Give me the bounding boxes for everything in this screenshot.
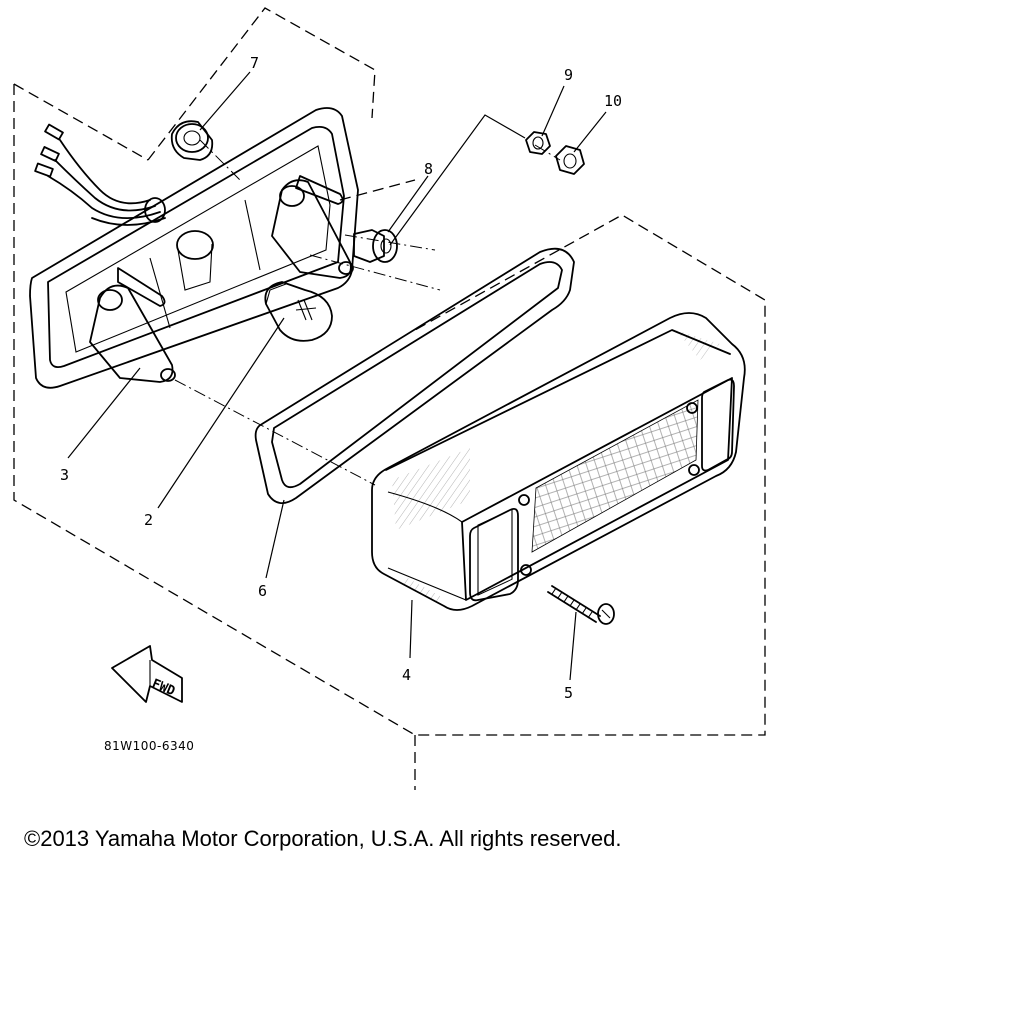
callout-8: 8 — [424, 160, 433, 178]
collar — [353, 229, 398, 263]
callout-4: 4 — [402, 666, 411, 684]
callout-6: 6 — [258, 582, 267, 600]
fwd-label: FWD — [150, 677, 178, 700]
wire-harness — [34, 123, 166, 226]
callout-10: 10 — [604, 92, 622, 110]
bulb — [264, 281, 333, 342]
callout-5: 5 — [564, 684, 573, 702]
nut-large — [555, 145, 585, 175]
screw — [547, 585, 615, 625]
callout-7: 7 — [250, 54, 259, 72]
callout-2: 2 — [144, 511, 153, 529]
grommet — [170, 120, 214, 161]
lamp-housing — [29, 107, 359, 389]
callout-9: 9 — [564, 66, 573, 84]
callout-3: 3 — [60, 466, 69, 484]
center-lines — [174, 114, 561, 486]
nut — [525, 131, 551, 155]
fwd-arrow-icon: FWD — [111, 645, 183, 703]
lens — [371, 312, 746, 611]
callout-leaders — [67, 71, 607, 681]
assembly-boundary — [13, 7, 766, 790]
callout-numbers: 7 9 10 8 3 2 6 4 5 — [60, 54, 622, 702]
drawing-code: 81W100-6340 — [104, 739, 194, 753]
copyright-notice: ©2013 Yamaha Motor Corporation, U.S.A. A… — [24, 826, 622, 851]
gasket — [254, 247, 575, 504]
